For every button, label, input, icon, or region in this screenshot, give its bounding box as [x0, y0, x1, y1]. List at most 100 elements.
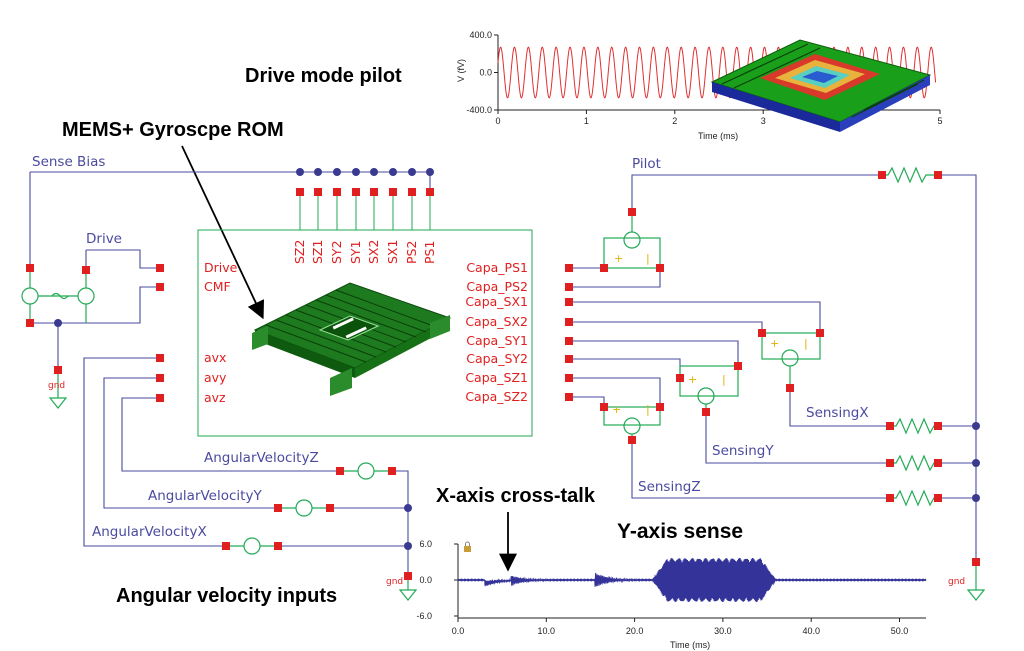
junction-dot	[972, 459, 980, 467]
junction-dot	[408, 168, 416, 176]
components	[21, 166, 986, 601]
pilot-x-tick-label: 1	[584, 116, 589, 126]
pin-marker	[656, 403, 664, 411]
rom-arrow	[181, 145, 265, 320]
pin-markers	[26, 168, 980, 580]
pilot-x-tick-label: 5	[937, 116, 942, 126]
pin-label-capa-sx2: Capa_SX2	[465, 314, 528, 329]
sense-chart-x-label: Time (ms)	[670, 640, 710, 650]
pin-marker	[600, 403, 608, 411]
pilot-y-tick-label: 0.0	[479, 68, 492, 78]
pin-marker	[370, 188, 378, 196]
pin-marker	[934, 422, 942, 430]
pin-marker	[878, 171, 886, 179]
net-label-pilot: Pilot	[632, 156, 661, 172]
svg-text:|: |	[722, 373, 726, 386]
pin-marker	[389, 188, 397, 196]
gnd-label-left: gnd	[48, 381, 65, 391]
gnd-label-right: gnd	[948, 577, 965, 587]
net-label-angular-velocity-y: AngularVelocityY	[148, 488, 262, 504]
pin-label-sx1: SX1	[385, 240, 400, 264]
svg-text:+: +	[688, 373, 697, 386]
sense-x-tick-label: 0.0	[452, 626, 465, 636]
net-label-sensing-x: SensingX	[806, 405, 869, 421]
lock-icon	[464, 541, 471, 552]
sense-y-tick-label: -6.0	[416, 611, 432, 621]
net-label-sense-bias: Sense Bias	[32, 154, 105, 170]
pin-label-ps1: PS1	[422, 241, 437, 264]
pin-marker	[565, 393, 573, 401]
callout-x-axis-crosstalk: X-axis cross-talk	[436, 485, 596, 507]
pin-label-capa-sz2: Capa_SZ2	[465, 389, 528, 404]
pin-label-cmf: CMF	[204, 279, 231, 294]
sense-x-tick-label: 10.0	[538, 626, 556, 636]
junction-dot	[404, 504, 412, 512]
net-label-drive: Drive	[86, 231, 122, 247]
pin-marker	[156, 283, 164, 291]
sense-x-tick-label: 50.0	[891, 626, 909, 636]
callout-drive-mode-pilot: Drive mode pilot	[245, 65, 402, 87]
sense-x-tick-label: 20.0	[626, 626, 644, 636]
pilot-y-tick-label: -400.0	[466, 105, 492, 115]
pin-marker	[886, 494, 894, 502]
pin-marker	[54, 366, 62, 374]
pin-marker	[702, 408, 710, 416]
pin-marker	[274, 542, 282, 550]
junction-dot	[54, 319, 62, 327]
callout-gyro-rom: MEMS+ Gyroscpe ROM	[62, 119, 284, 141]
wire-network	[29, 171, 977, 576]
pin-label-capa-sz1: Capa_SZ1	[465, 370, 528, 385]
net-label-angular-velocity-x: AngularVelocityX	[92, 524, 207, 540]
pilot-x-tick-label: 3	[761, 116, 766, 126]
pin-marker	[274, 504, 282, 512]
junction-dot	[972, 494, 980, 502]
sense-x-tick-label: 40.0	[802, 626, 820, 636]
gyro-rom-block[interactable]	[197, 229, 533, 437]
net-label-sensing-z: SensingZ	[638, 479, 701, 495]
junction-dot	[426, 168, 434, 176]
net-label-sensing-y: SensingY	[712, 443, 774, 459]
pin-marker	[408, 188, 416, 196]
pin-marker	[934, 494, 942, 502]
pin-marker	[676, 374, 684, 382]
pilot-x-tick-label: 0	[495, 116, 500, 126]
junction-dot	[389, 168, 397, 176]
pin-marker	[352, 188, 360, 196]
pin-marker	[972, 558, 980, 566]
pin-label-sy2: SY2	[329, 240, 344, 264]
pin-marker	[156, 394, 164, 402]
pin-marker	[296, 188, 304, 196]
pin-marker	[886, 422, 894, 430]
pin-marker	[333, 188, 341, 196]
pin-label-capa-ps1: Capa_PS1	[466, 260, 528, 275]
amp-sign-labels: +| +| +| +|	[612, 252, 808, 416]
pin-label-avz: avz	[204, 390, 226, 405]
sense-y-tick-label: 6.0	[419, 539, 432, 549]
pilot-x-tick-label: 2	[672, 116, 677, 126]
pin-label-sz1: SZ1	[310, 240, 325, 264]
gyroscope-model-icon	[252, 282, 452, 396]
sense-y-tick-label: 0.0	[419, 575, 432, 585]
pin-marker	[326, 504, 334, 512]
pin-marker	[26, 319, 34, 327]
pin-marker	[565, 298, 573, 306]
pin-marker	[656, 264, 664, 272]
pin-marker	[404, 572, 412, 580]
pin-marker	[156, 264, 164, 272]
junction-dot	[314, 168, 322, 176]
svg-text:+: +	[614, 252, 623, 265]
pilot-chart-y-label: V (fV)	[456, 59, 466, 82]
callout-angular-velocity-inputs: Angular velocity inputs	[116, 585, 337, 607]
pin-label-drive: Drive	[204, 260, 238, 275]
pin-marker	[934, 171, 942, 179]
gnd-label-middle: gnd	[386, 577, 403, 587]
pin-marker	[26, 264, 34, 272]
svg-text:+: +	[770, 337, 779, 350]
pin-marker	[565, 283, 573, 291]
pin-marker	[565, 374, 573, 382]
pin-label-avy: avy	[204, 370, 227, 385]
pin-marker	[734, 362, 742, 370]
sense-trace	[457, 557, 927, 603]
